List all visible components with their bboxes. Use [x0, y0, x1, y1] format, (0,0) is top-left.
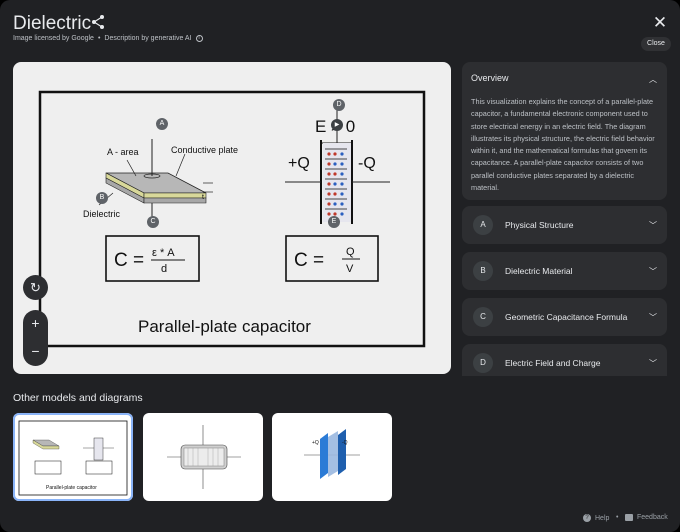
thumbnail-parallel-plate[interactable]: Parallel-plate capacitor	[13, 413, 133, 501]
zoom-in-button[interactable]: +	[31, 315, 40, 331]
share-icon[interactable]	[91, 14, 105, 30]
rotate-icon: ↻	[30, 280, 41, 295]
chevron-down-icon: ﹀	[649, 313, 657, 322]
thumbnail-dielectric-3d[interactable]: +Q -Q	[272, 413, 392, 501]
label-dielectric: Dielectric	[83, 209, 121, 219]
overview-panel: Overview ︿ This visualization explains t…	[462, 62, 667, 200]
close-button[interactable]: ✕	[652, 13, 668, 32]
label-plus-q: +Q	[288, 155, 310, 172]
formula-charge-den: V	[346, 263, 354, 275]
play-icon[interactable]: ▶	[331, 119, 343, 131]
diagram-viewer[interactable]: A - area Conductive plate Dielectric t C…	[13, 62, 451, 374]
marker-c[interactable]: C	[147, 216, 159, 228]
overview-text: This visualization explains the concept …	[471, 97, 655, 193]
marker-e[interactable]: E	[328, 216, 340, 228]
chevron-down-icon: ﹀	[649, 359, 657, 368]
section-letter: D	[473, 353, 493, 373]
formula-geometric-num: ε * A	[152, 247, 175, 259]
label-plate: Conductive plate	[171, 145, 238, 155]
marker-b[interactable]: B	[96, 192, 108, 204]
section-a[interactable]: A Physical Structure ﹀	[462, 206, 667, 244]
section-label: Dielectric Material	[505, 266, 573, 276]
help-link[interactable]: ? Help	[583, 514, 609, 522]
zoom-controls: + −	[23, 310, 48, 366]
label-minus-q: -Q	[358, 155, 376, 172]
rotate-button[interactable]: ↻	[23, 275, 48, 300]
page-title: Dielectric	[13, 13, 92, 34]
zoom-out-button[interactable]: −	[31, 343, 40, 359]
marker-a[interactable]: A	[156, 118, 168, 130]
help-label: Help	[595, 514, 610, 522]
thumbnail-image: +Q -Q	[304, 429, 360, 479]
section-label: Geometric Capacitance Formula	[505, 312, 628, 322]
diagram-title: Parallel-plate capacitor	[138, 317, 311, 336]
footer-separator: •	[616, 514, 619, 521]
section-d[interactable]: D Electric Field and Charge ﹀	[462, 344, 667, 376]
thumbnail-image: Parallel-plate capacitor	[18, 420, 128, 496]
section-c[interactable]: C Geometric Capacitance Formula ﹀	[462, 298, 667, 336]
info-icon[interactable]: i	[195, 35, 203, 42]
formula-geometric-den: d	[161, 263, 167, 275]
label-area: A - area	[107, 147, 139, 157]
license-text[interactable]: Image licensed by Google	[13, 35, 94, 42]
section-label: Physical Structure	[505, 220, 574, 230]
section-label: Electric Field and Charge	[505, 358, 601, 368]
capacitor-diagram: A - area Conductive plate Dielectric t C…	[38, 90, 426, 348]
chevron-down-icon: ﹀	[649, 221, 657, 230]
thumbnail-caption: Parallel-plate capacitor	[46, 485, 97, 491]
chevron-down-icon: ﹀	[649, 267, 657, 276]
section-letter: C	[473, 307, 493, 327]
section-letter: B	[473, 261, 493, 281]
chevron-up-icon[interactable]: ︿	[649, 75, 657, 84]
overview-title[interactable]: Overview	[471, 73, 509, 83]
section-letter: A	[473, 215, 493, 235]
marker-d[interactable]: D	[333, 99, 345, 111]
svg-text:-Q: -Q	[342, 440, 348, 446]
thumbnail-image	[167, 425, 241, 489]
field-arrows	[325, 148, 347, 216]
feedback-label: Feedback	[637, 514, 668, 521]
other-models-title: Other models and diagrams	[13, 392, 143, 404]
separator: •	[97, 35, 101, 42]
license-line: Image licensed by Google • Description b…	[13, 35, 203, 42]
formula-geometric-lhs: C =	[114, 250, 144, 271]
description-text: Description by generative AI	[104, 35, 192, 42]
help-icon: ?	[583, 514, 591, 522]
formula-charge-num: Q	[346, 246, 355, 258]
formula-charge-lhs: C =	[294, 250, 324, 271]
svg-text:+Q: +Q	[312, 440, 319, 446]
label-t: t	[202, 194, 204, 201]
section-b[interactable]: B Dielectric Material ﹀	[462, 252, 667, 290]
feedback-icon	[625, 514, 633, 521]
feedback-link[interactable]: Feedback	[625, 514, 668, 521]
thumbnail-cylindrical[interactable]	[143, 413, 263, 501]
close-tooltip: Close	[641, 37, 671, 51]
